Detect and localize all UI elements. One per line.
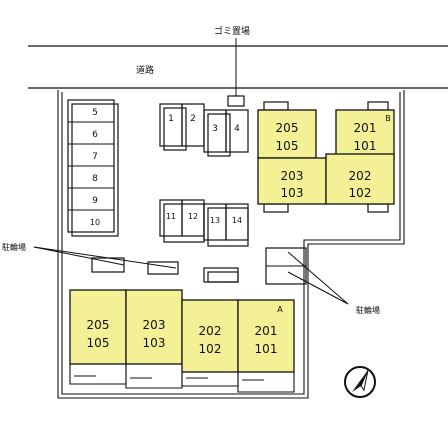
building-a: A 205 105 203 103 202 102 201 101 <box>69 289 295 393</box>
parking-mid-row: 11 12 13 14 <box>159 199 249 247</box>
parking-slot-9: 9 <box>92 196 98 206</box>
unit-a-203-103 <box>125 289 183 365</box>
unit-a-201-101 <box>237 299 295 373</box>
building-a-label: A <box>277 305 283 314</box>
svg-text:102: 102 <box>349 186 372 200</box>
parking-slot-2: 2 <box>190 114 196 124</box>
svg-text:203: 203 <box>281 169 304 183</box>
unit-b-203-103 <box>257 157 327 205</box>
garbage-label: ゴミ置場 <box>214 25 250 37</box>
building-b-label: B <box>385 114 391 123</box>
svg-text:105: 105 <box>276 139 299 153</box>
parking-left-column: 5 6 7 8 9 10 <box>67 99 119 237</box>
garbage-station <box>227 95 245 107</box>
bike-parking-left <box>33 246 239 283</box>
svg-text:103: 103 <box>143 336 166 350</box>
svg-text:205: 205 <box>87 318 110 332</box>
site-boundary <box>57 90 405 399</box>
svg-text:103: 103 <box>281 186 304 200</box>
parking-slot-11: 11 <box>166 212 176 221</box>
parking-slot-14: 14 <box>232 216 242 225</box>
svg-text:205: 205 <box>276 121 299 135</box>
svg-text:201: 201 <box>354 121 377 135</box>
svg-text:201: 201 <box>255 324 278 338</box>
bike-parking-left-label: 駐輪場 <box>2 242 26 252</box>
parking-slot-6: 6 <box>92 130 98 140</box>
parking-slot-1: 1 <box>168 114 174 124</box>
parking-top-row: 1 2 3 4 <box>159 103 249 157</box>
parking-slot-7: 7 <box>92 152 98 162</box>
parking-slot-12: 12 <box>188 212 198 221</box>
parking-slot-5: 5 <box>92 108 98 118</box>
parking-slot-13: 13 <box>210 216 220 225</box>
road-label: 道路 <box>136 64 154 76</box>
unit-b-201-101 <box>335 109 395 159</box>
parking-slot-8: 8 <box>92 174 98 184</box>
parking-slot-4: 4 <box>234 124 240 134</box>
unit-b-202-102 <box>325 153 395 205</box>
bike-parking-right <box>265 247 349 305</box>
svg-text:101: 101 <box>354 139 377 153</box>
north-arrow-icon <box>344 366 376 398</box>
svg-text:102: 102 <box>199 342 222 356</box>
parking-slot-10: 10 <box>90 218 100 227</box>
unit-b-205-105 <box>257 109 317 159</box>
site-boundary-inner <box>61 92 401 395</box>
svg-text:202: 202 <box>199 324 222 338</box>
svg-text:203: 203 <box>143 318 166 332</box>
svg-text:105: 105 <box>87 336 110 350</box>
svg-text:202: 202 <box>349 169 372 183</box>
unit-a-205-105 <box>69 289 127 365</box>
bike-parking-right-label: 駐輪場 <box>356 305 380 315</box>
svg-text:101: 101 <box>255 342 278 356</box>
unit-a-202-102 <box>181 299 239 373</box>
parking-slot-3: 3 <box>212 124 218 134</box>
building-b: B 205 105 201 101 203 103 202 102 <box>257 101 395 213</box>
